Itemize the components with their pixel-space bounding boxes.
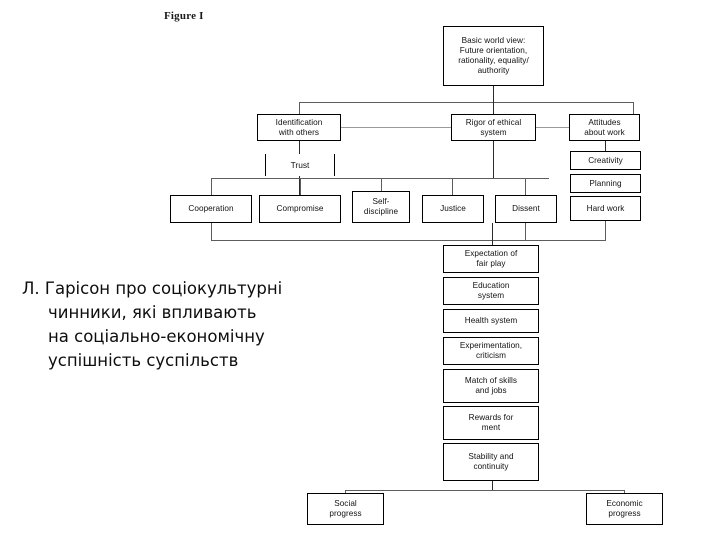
node-planning[interactable]: Planning <box>570 174 641 193</box>
connector-cooperation-down <box>211 223 212 240</box>
caption-line-2: чинники, які впливають <box>48 303 257 322</box>
connector-bus-to-justice <box>452 178 453 195</box>
connector-root-down <box>493 86 494 102</box>
figure-title: Figure I <box>164 10 204 22</box>
connector-tier3-bus <box>211 178 549 179</box>
node-trust[interactable]: Trust <box>265 154 335 176</box>
caption-line-4: успішність суспільств <box>48 351 239 370</box>
connector-bus-to-rigor <box>493 102 494 114</box>
node-self-discipline[interactable]: Self- discipline <box>352 191 410 223</box>
node-expectation-of-fair-play[interactable]: Expectation of fair play <box>443 245 539 273</box>
connector-outcomes-bus <box>345 490 625 491</box>
node-rewards-for-merit[interactable]: Rewards for ment <box>443 406 539 440</box>
connector-institutions-down <box>492 481 493 490</box>
connector-institutions-bus <box>211 240 606 241</box>
connector-identification-to-trust <box>299 141 300 154</box>
node-cooperation[interactable]: Cooperation <box>170 195 252 223</box>
node-stability-and-continuity[interactable]: Stability and continuity <box>443 443 539 481</box>
connector-hardwork-down <box>605 221 606 240</box>
node-economic-progress[interactable]: Economic progress <box>586 493 663 525</box>
connector-dissent-down <box>525 223 526 240</box>
connector-rigor-to-attitudes <box>536 127 569 128</box>
connector-attitudes-down <box>605 141 606 151</box>
node-hard-work[interactable]: Hard work <box>570 196 641 221</box>
node-rigor-of-ethical-system[interactable]: Rigor of ethical system <box>451 114 536 141</box>
node-creativity[interactable]: Creativity <box>570 151 641 170</box>
caption-line-1: Л. Гарісон про соціокультурні <box>22 279 283 298</box>
node-education-system[interactable]: Education system <box>443 277 539 305</box>
connector-identification-to-rigor <box>341 127 451 128</box>
node-social-progress[interactable]: Social progress <box>307 493 384 525</box>
node-basic-world-view[interactable]: Basic world view: Future orientation, ra… <box>443 26 544 86</box>
node-dissent[interactable]: Dissent <box>495 195 557 223</box>
connector-bus-to-compromise <box>300 178 301 195</box>
connector-bus-to-institutions <box>492 223 493 245</box>
node-health-system[interactable]: Health system <box>443 309 539 333</box>
connector-rigor-down <box>493 141 494 178</box>
connector-trust-down <box>299 176 300 195</box>
node-match-of-skills-and-jobs[interactable]: Match of skills and jobs <box>443 369 539 403</box>
caption-text: Л. Гарісон про соціокультурні чинники, я… <box>22 277 337 373</box>
node-justice[interactable]: Justice <box>422 195 484 223</box>
node-identification-with-others[interactable]: Identification with others <box>257 114 341 141</box>
caption-line-3: на соціально-економічну <box>48 327 265 346</box>
connector-bus-to-attitudes <box>633 102 634 114</box>
node-attitudes-about-work[interactable]: Attitudes about work <box>569 114 640 141</box>
connector-bus-to-cooperation <box>211 178 212 195</box>
connector-tier2-bus <box>299 102 634 103</box>
node-experimentation-criticism[interactable]: Experimentation, criticism <box>443 337 539 365</box>
connector-bus-to-dissent <box>525 178 526 195</box>
node-compromise[interactable]: Compromise <box>259 195 341 223</box>
connector-bus-to-self-discipline <box>381 178 382 191</box>
connector-bus-to-identification <box>299 102 300 114</box>
